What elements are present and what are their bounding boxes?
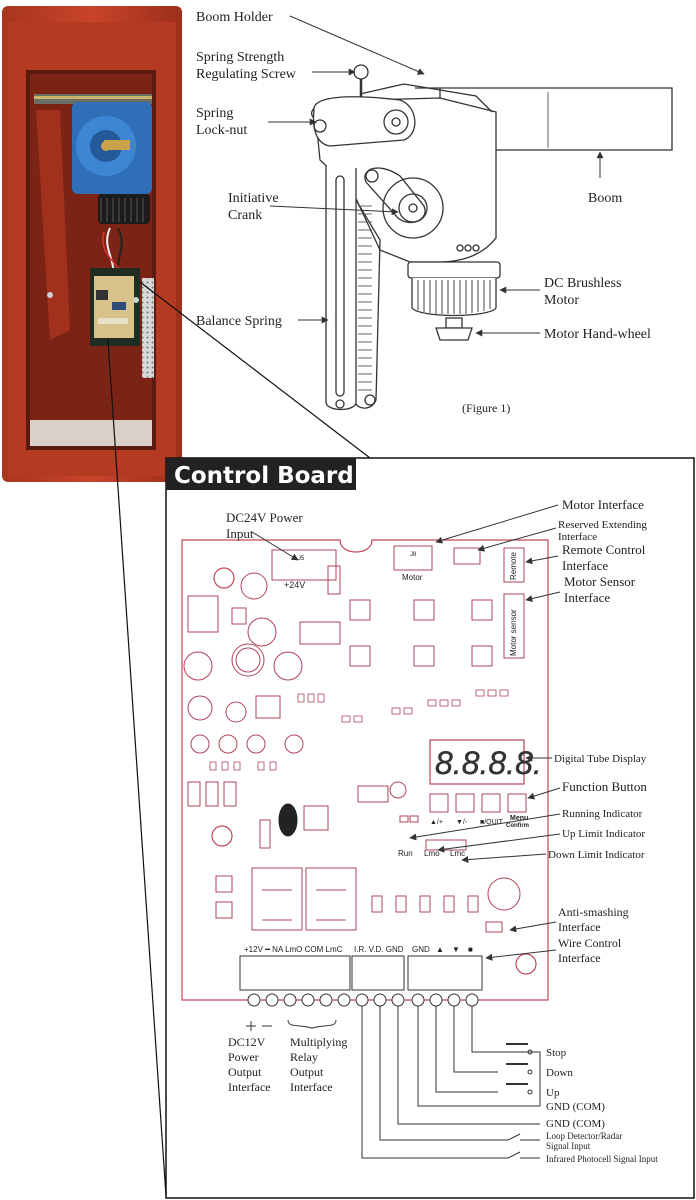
label-infrared-photocell: Infrared Photocell Signal Input [546, 1154, 658, 1164]
label-gnd-com-2: GND (COM) [546, 1118, 605, 1130]
label-spring: Spring [196, 106, 233, 121]
label-balance-spring: Balance Spring [196, 314, 282, 329]
pcb-lmo: Lmo [424, 849, 440, 858]
label-relay-interface: Interface [290, 1080, 333, 1094]
label-down: Down [546, 1067, 573, 1079]
label-relay-output: Output [290, 1065, 324, 1079]
label-anti-smashing: Anti-smashing [558, 905, 629, 919]
label-reserved-extending: Reserved Extending [558, 519, 647, 531]
label-regulating-screw: Regulating Screw [196, 67, 297, 82]
label-boom: Boom [588, 191, 622, 206]
mechanism-labels: Boom Holder Spring Strength Regulating S… [196, 10, 651, 415]
control-board-title: Control Board [174, 463, 354, 489]
pcb-menu: Menu [510, 815, 528, 822]
label-dc12v-output: Output [228, 1065, 262, 1079]
pcb-term-mid: I.R. V.D. GND [354, 945, 404, 954]
pcb-j8: J8 [410, 552, 417, 558]
label-dc12v-power: Power [228, 1050, 259, 1064]
label-relay: Relay [290, 1050, 318, 1064]
mechanism-leaders [268, 15, 604, 337]
pcb-term-stop-glyph: ■ [468, 945, 473, 954]
mechanism-drawing [310, 64, 673, 411]
label-remote-control: Remote Control [562, 542, 646, 557]
board-leaders [251, 504, 561, 961]
label-initiative: Initiative [228, 191, 279, 206]
pcb-texts: +24V Motor Remote Motor sensor J5 J8 ▲/+… [244, 551, 529, 954]
label-motor-interface: Motor Interface [562, 497, 644, 512]
label-multiplying: Multiplying [290, 1035, 347, 1049]
pcb-j5: J5 [298, 556, 305, 562]
pcb-term-gnd: GND [412, 945, 430, 954]
cabinet-photo [2, 6, 182, 482]
pcb-quit: ■/QUIT [480, 819, 504, 826]
label-stop: Stop [546, 1047, 567, 1059]
label-motor: Motor [544, 293, 579, 308]
label-loop-detector: Loop Detector/Radar [546, 1131, 622, 1141]
label-boom-holder: Boom Holder [196, 10, 273, 25]
label-motor-handwheel: Motor Hand-wheel [544, 327, 651, 342]
control-board-panel: Control Board [165, 457, 695, 1199]
pcb-run: Run [398, 849, 413, 858]
pcb-btn-down: ▼/- [456, 819, 468, 826]
label-dc24v-input: Input [226, 526, 254, 541]
pcb-term-down-glyph: ▼ [452, 945, 460, 954]
label-wire-control: Wire Control [558, 936, 622, 950]
pcb-term-up-glyph: ▲ [436, 945, 444, 954]
pcb-term-left: +12V ━ NA LmO COM LmC [244, 945, 343, 954]
label-function-button: Function Button [562, 779, 647, 794]
label-up: Up [546, 1087, 560, 1099]
pcb-motor-label: Motor [402, 573, 423, 582]
pcb-btn-up: ▲/+ [430, 819, 443, 826]
label-crank: Crank [228, 208, 262, 223]
pcb-motor-sensor-label: Motor sensor [509, 609, 518, 656]
external-wiring [246, 1006, 541, 1159]
label-wire-control-interface: Interface [558, 951, 601, 965]
terminal-blocks [239, 955, 483, 1007]
label-reserved-interface: Interface [558, 531, 597, 543]
label-gnd-com-1: GND (COM) [546, 1101, 605, 1113]
gearbox [72, 102, 152, 194]
label-dc12v: DC12V [228, 1035, 266, 1049]
label-dc12v-interface: Interface [228, 1080, 271, 1094]
label-remote-interface: Interface [562, 558, 608, 573]
label-down-limit: Down Limit Indicator [548, 849, 645, 861]
label-dc-brushless: DC Brushless [544, 276, 621, 291]
display-digits: 8.8.8.8. [435, 745, 542, 781]
pcb-lmc: Lmc [450, 849, 465, 858]
label-up-limit: Up Limit Indicator [562, 828, 645, 840]
label-dc24v-power: DC24V Power [226, 510, 303, 525]
label-running-indicator: Running Indicator [562, 808, 643, 820]
label-spring-strength: Spring Strength [196, 50, 284, 65]
board-labels: DC24V Power Input Motor Interface Reserv… [226, 497, 658, 1164]
pcb-plus24v: +24V [284, 580, 305, 590]
label-digital-tube: Digital Tube Display [554, 753, 647, 765]
pcb-confirm: Confirm [506, 823, 529, 829]
label-locknut: Lock-nut [196, 123, 247, 138]
zoom-connectors [107, 281, 371, 1197]
label-loop-signal: Signal Input [546, 1141, 591, 1151]
label-anti-smashing-interface: Interface [558, 920, 601, 934]
label-motor-sensor-interface: Interface [564, 590, 610, 605]
figure-caption: (Figure 1) [462, 401, 510, 415]
pcb-components [183, 545, 527, 933]
pcb [181, 539, 549, 1001]
label-motor-sensor: Motor Sensor [564, 574, 636, 589]
digital-tube-display: 8.8.8.8. [429, 739, 542, 785]
pcb-remote-label: Remote [509, 551, 518, 580]
